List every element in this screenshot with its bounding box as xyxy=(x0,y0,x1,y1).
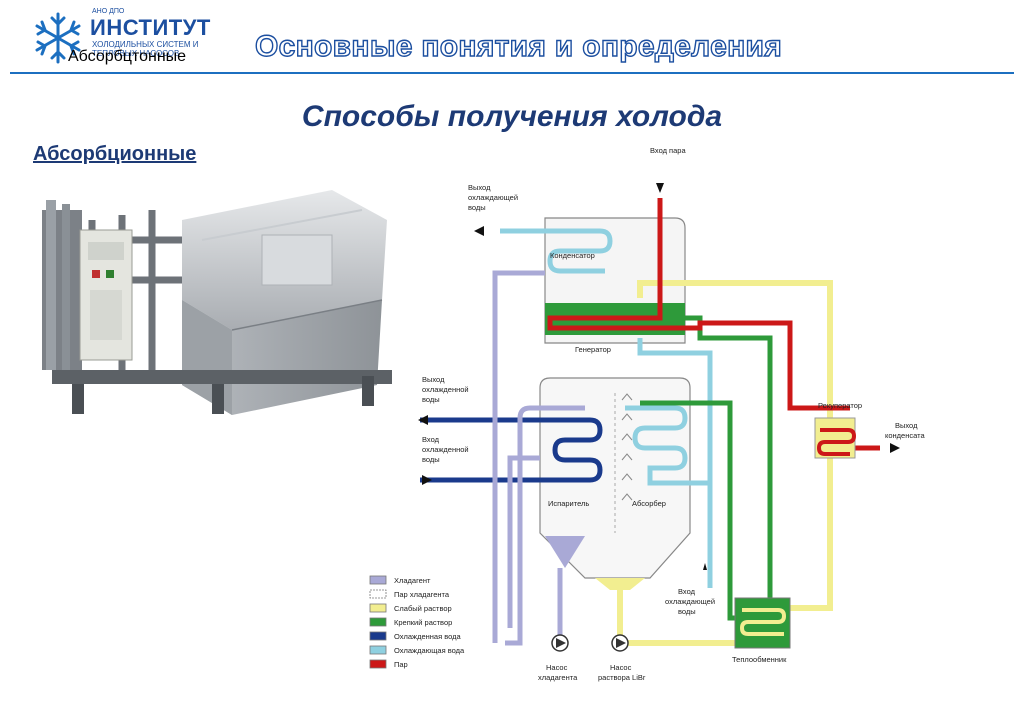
flow-arrows xyxy=(418,183,900,570)
label-cooling-out-2: охлаждающей xyxy=(468,193,518,202)
label-chilled-out-1: Выход xyxy=(422,375,445,384)
label-chilled-out-3: воды xyxy=(422,395,440,404)
legend-label: Хладагент xyxy=(394,576,431,585)
legend-label: Слабый раствор xyxy=(394,604,452,613)
label-cooling-out-3: воды xyxy=(468,203,486,212)
weak-solution-sump xyxy=(595,578,645,590)
label-heat-exchanger: Теплообменник xyxy=(732,655,787,664)
label-chilled-in-3: воды xyxy=(422,455,440,464)
slide-subtitle: Абсорбционные xyxy=(33,143,197,165)
label-pump-solution-2: раствора LiBr xyxy=(598,673,646,682)
refrigerant-line xyxy=(505,405,585,646)
label-recuperator: Рекуператор xyxy=(818,401,862,410)
label-pump-refrigerant-2: хладагента xyxy=(538,673,578,682)
logo-subtitle-line2: ТЕПЛОВЫХ НАСОСОВ xyxy=(92,49,180,58)
legend-swatch xyxy=(369,589,387,599)
label-chilled-in-1: Вход xyxy=(422,435,440,444)
strong-solution-line xyxy=(685,315,773,608)
chilled-water-line xyxy=(420,417,603,483)
legend-label: Пар xyxy=(394,660,408,669)
label-cooling-out-1: Выход xyxy=(468,183,491,192)
snowflake-icon xyxy=(35,12,81,64)
logo-overlay-text: Абсорбцтонные xyxy=(68,48,187,65)
legend-label: Охлаждающая вода xyxy=(394,646,465,655)
legend-label: Крепкий раствор xyxy=(394,618,452,627)
label-generator: Генератор xyxy=(575,345,611,354)
legend-swatch xyxy=(369,617,387,627)
header-divider xyxy=(10,72,1014,74)
label-chilled-in-2: охлажденной xyxy=(422,445,469,454)
logo-subtitle-line1: ХОЛОДИЛЬНЫХ СИСТЕМ И xyxy=(92,40,199,49)
steam-line xyxy=(547,198,850,411)
label-cooling-in-3: воды xyxy=(678,607,696,616)
label-chilled-out-2: охлажденной xyxy=(422,385,469,394)
label-condenser: Конденсатор xyxy=(550,251,595,260)
label-cooling-in-1: Вход xyxy=(678,587,696,596)
absorption-chiller-photo xyxy=(42,190,392,415)
label-condensate-out-1: Выход xyxy=(895,421,918,430)
label-pump-refrigerant-1: Насос xyxy=(546,663,568,672)
refrigerant-sump xyxy=(545,536,585,568)
legend-swatch xyxy=(369,645,387,655)
header-title: Основные понятия и определения xyxy=(254,29,783,63)
absorption-cycle-diagram: Вход пара Выход охлаждающей воды Конденс… xyxy=(369,146,925,682)
label-pump-solution-1: Насос xyxy=(610,663,632,672)
label-absorber: Абсорбер xyxy=(632,499,666,508)
logo-org-type: АНО ДПО xyxy=(92,8,125,15)
label-cooling-in-2: охлаждающей xyxy=(665,597,715,606)
label-steam-in: Вход пара xyxy=(650,146,686,155)
slide-title: Способы получения холода xyxy=(301,100,723,133)
cooling-water-line xyxy=(500,228,613,274)
label-evaporator: Испаритель xyxy=(548,499,589,508)
institute-logo: АНО ДПО ИНСТИТУТ ХОЛОДИЛЬНЫХ СИСТЕМ И ТЕ… xyxy=(30,6,260,68)
legend-swatch xyxy=(369,575,387,585)
label-condensate-out-2: конденсата xyxy=(885,431,925,440)
legend-swatch xyxy=(369,659,387,669)
legend-label: Охлажденная вода xyxy=(394,632,461,641)
legend-swatch xyxy=(369,631,387,641)
legend-swatch xyxy=(369,603,387,613)
logo-name: ИНСТИТУТ xyxy=(90,15,211,40)
legend-label: Пар хладагента xyxy=(394,590,450,599)
